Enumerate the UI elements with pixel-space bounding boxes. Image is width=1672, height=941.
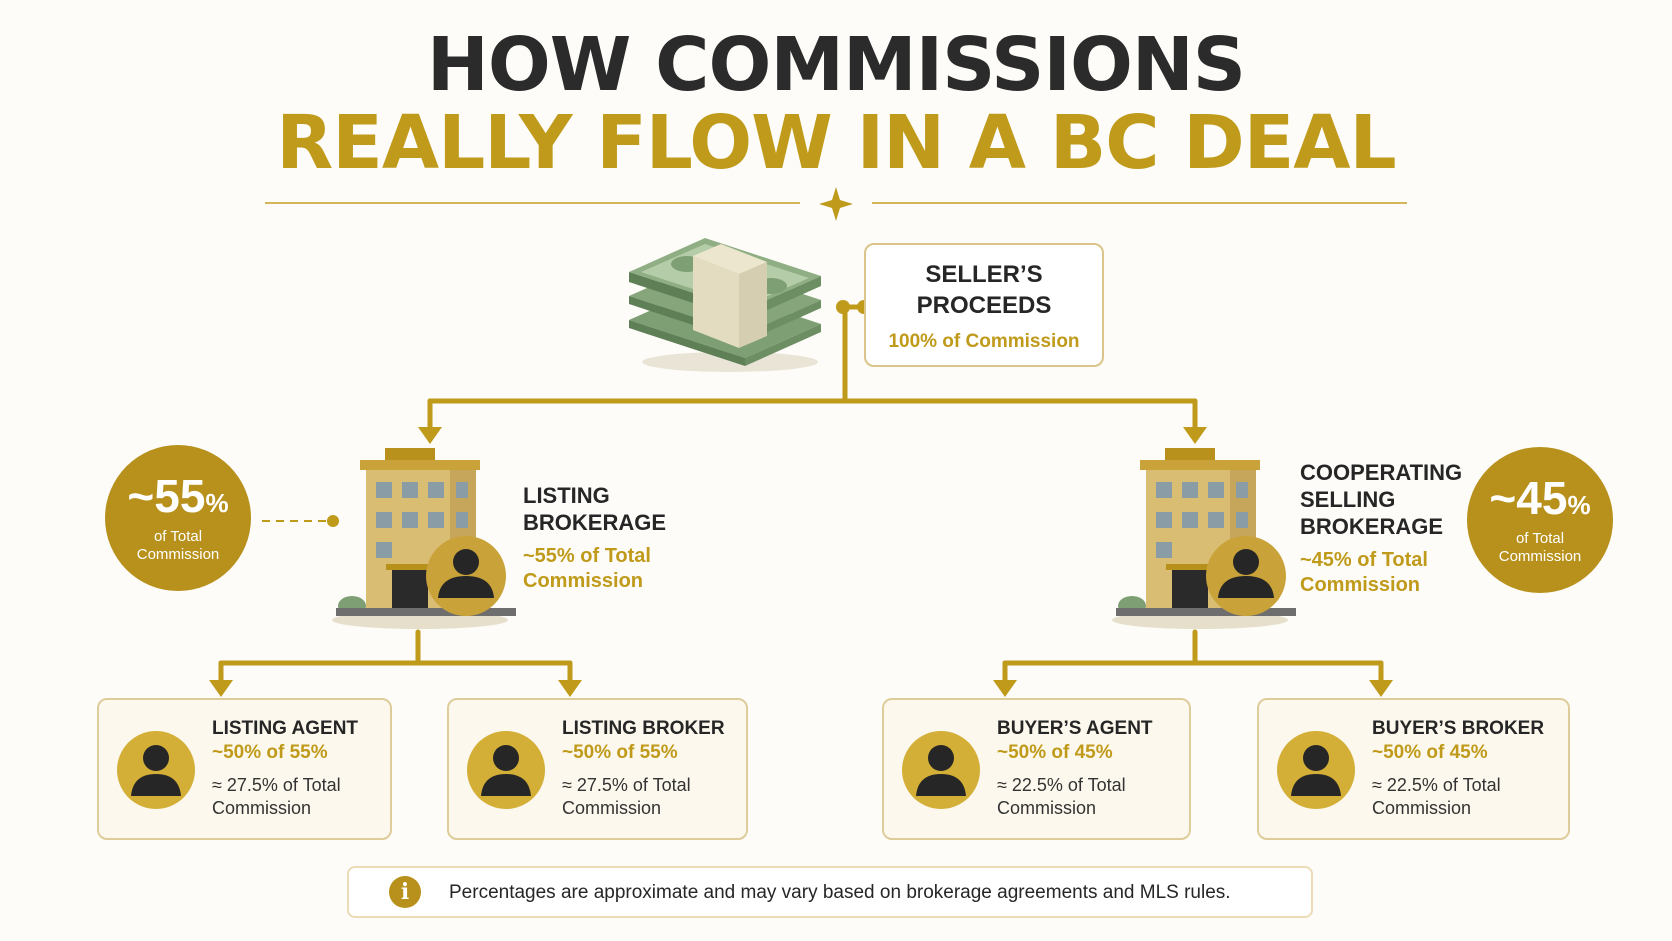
seller-proceeds-box: SELLER’S PROCEEDS 100% of Commission [864,243,1104,367]
selling-brokerage-label: COOPERATING SELLING BROKERAGE ~45% of To… [1300,459,1462,598]
selling-brokerage-title: COOPERATING SELLING BROKERAGE [1300,460,1463,539]
card-share: ~50% of 55% [212,742,328,763]
seller-proceeds-share: 100% of Commission [888,331,1080,352]
selling-brokerage-share: ~45% of Total Commission [1300,549,1428,596]
person-avatar-icon [902,731,980,809]
title-divider-right [872,202,1407,204]
listing-broker-card: LISTING BROKER ~50% of 55% ≈ 27.5% of To… [447,698,748,840]
card-share: ~50% of 45% [1372,742,1488,763]
buyers-agent-card: BUYER’S AGENT ~50% of 45% ≈ 22.5% of Tot… [882,698,1191,840]
building-icon [1112,448,1296,629]
buyers-broker-card: BUYER’S BROKER ~50% of 45% ≈ 22.5% of To… [1257,698,1570,840]
listing-share-badge: ~55% of Total Commission [105,445,251,591]
card-share: ~50% of 55% [562,742,678,763]
footnote-box: i Percentages are approximate and may va… [347,866,1313,918]
title-line-1: HOW COMMISSIONS [426,22,1246,108]
person-avatar-icon [467,731,545,809]
listing-brokerage-share: ~55% of Total Commission [523,545,651,592]
card-share: ~50% of 45% [997,742,1113,763]
title-divider-left [265,202,800,204]
info-icon: i [389,876,421,908]
card-title: LISTING BROKER [562,718,725,739]
seller-proceeds-title: SELLER’S PROCEEDS [916,261,1052,319]
selling-share-badge: ~45% of Total Commission [1467,447,1613,593]
money-stack-icon [629,238,821,372]
listing-brokerage-title: LISTING BROKERAGE [523,483,667,535]
listing-agent-card: LISTING AGENT ~50% of 55% ≈ 27.5% of Tot… [97,698,392,840]
title-line-2: REALLY FLOW IN A BC DEAL [276,100,1396,186]
card-title: LISTING AGENT [212,718,359,739]
sparkle-icon [819,187,853,221]
person-avatar-icon [117,731,195,809]
building-icon [332,448,516,629]
card-title: BUYER’S AGENT [997,718,1153,739]
footnote-text: Percentages are approximate and may vary… [449,882,1231,903]
listing-brokerage-label: LISTING BROKERAGE ~55% of Total Commissi… [523,482,666,594]
card-title: BUYER’S BROKER [1372,718,1545,739]
person-avatar-icon [1277,731,1355,809]
